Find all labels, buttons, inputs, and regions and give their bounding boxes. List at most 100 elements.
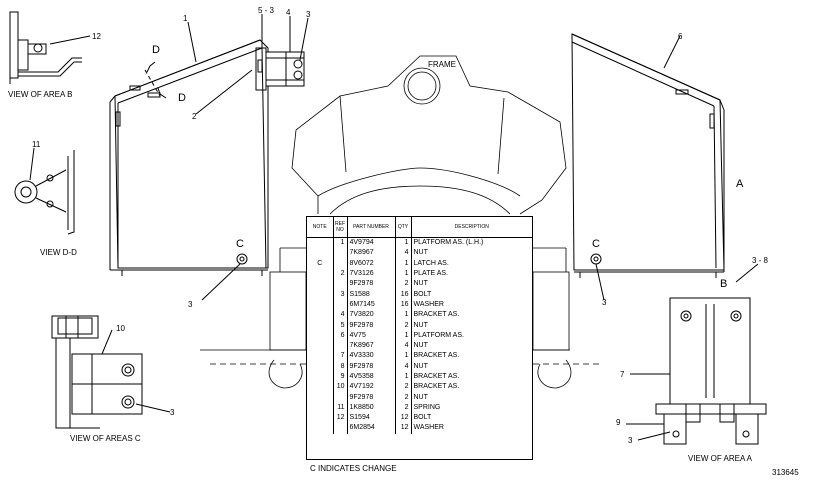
cell-note	[307, 279, 334, 290]
cell-note	[307, 340, 334, 352]
caption-view-area-b: VIEW OF AREA B	[8, 90, 73, 99]
cell-ref	[333, 258, 348, 269]
cell-note	[307, 402, 334, 414]
cell-desc: WASHER	[413, 300, 444, 308]
cell-note	[307, 382, 334, 393]
cell-note	[307, 237, 334, 249]
cell-qty: 1	[395, 258, 412, 269]
cell-note	[307, 423, 334, 434]
callout-5-3: 5 - 3	[258, 6, 275, 15]
cell-part: 7V3126	[347, 268, 396, 280]
callout-3-top: 3	[306, 10, 311, 19]
callout-3-area-c: 3	[170, 408, 175, 417]
callout-3-left: 3	[188, 300, 193, 309]
cell-part: 6M2854	[347, 423, 396, 434]
cell-qty: 12	[395, 423, 412, 434]
cell-note	[307, 248, 334, 259]
cell-note	[307, 299, 334, 311]
callout-9: 9	[616, 418, 621, 427]
cell-part: 4V7192	[347, 382, 396, 393]
area-letter-c-1: C	[236, 238, 244, 250]
cell-qty: 12	[395, 413, 412, 424]
header-note: NOTE	[307, 217, 334, 238]
callout-4: 4	[286, 8, 291, 17]
drawing-number: 313645	[772, 468, 799, 477]
frame-outline	[200, 55, 600, 389]
section-letter-d-2: D	[178, 92, 186, 104]
header-qty: QTY	[395, 217, 412, 238]
cell-desc: WASHER	[413, 424, 444, 432]
callout-6: 6	[678, 32, 683, 41]
cell-note	[307, 268, 334, 280]
view-area-a	[626, 297, 767, 445]
cell-ref: 3	[333, 289, 348, 300]
cell-part: S1594	[347, 413, 396, 424]
cell-ref: 9	[333, 371, 348, 383]
cell-desc: BOLT	[413, 290, 432, 298]
cell-desc: PLATFORM AS.	[413, 331, 464, 339]
cell-part: 7K8967	[347, 248, 396, 259]
section-d-arrows	[144, 61, 167, 99]
cell-qty: 2	[395, 402, 412, 414]
cell-note	[307, 392, 334, 403]
area-letter-c-2: C	[592, 238, 600, 250]
cell-desc: PLATFORM AS. (L.H.)	[413, 239, 484, 247]
area-letter-b: B	[720, 278, 728, 290]
parts-list-table: NOTE REF NO PART NUMBER QTY DESCRIPTION …	[306, 216, 533, 460]
cell-desc: NUT	[413, 393, 428, 401]
header-part-number: PART NUMBER	[347, 217, 396, 238]
caption-view-area-a: VIEW OF AREA A	[688, 454, 753, 463]
top-bracket	[255, 47, 305, 91]
caption-view-dd: VIEW D-D	[40, 248, 77, 257]
cell-ref: 6	[333, 330, 348, 341]
view-area-b	[9, 11, 91, 84]
header-description: DESCRIPTION	[411, 217, 532, 238]
cell-qty: 1	[395, 237, 412, 249]
cell-ref: 12	[333, 413, 348, 424]
cell-qty: 1	[395, 371, 412, 383]
cell-qty: 16	[395, 299, 412, 311]
callout-1: 1	[183, 14, 188, 23]
cell-qty: 2	[395, 279, 412, 290]
callout-7: 7	[620, 370, 625, 379]
caption-frame: FRAME	[428, 60, 456, 69]
cell-ref	[333, 279, 348, 290]
cell-note	[307, 351, 334, 362]
cell-desc: NUT	[413, 321, 428, 329]
header-ref-no: REF NO	[333, 217, 348, 238]
cell-part: S1588	[347, 289, 396, 300]
cell-ref: 1	[333, 237, 348, 249]
cell-note	[307, 289, 334, 300]
cell-note	[307, 361, 334, 372]
view-areas-c	[51, 315, 171, 429]
cell-qty: 4	[395, 248, 412, 259]
cell-ref: 4	[333, 310, 348, 321]
cell-part: 7V3820	[347, 310, 396, 321]
cell-ref: 8	[333, 361, 348, 372]
cell-desc: PLATE AS.	[413, 270, 449, 278]
cell-note	[307, 310, 334, 321]
cell-qty: 1	[395, 268, 412, 280]
cell-note: C	[307, 258, 334, 269]
cell-qty: 4	[395, 340, 412, 352]
cell-qty: 1	[395, 310, 412, 321]
view-dd	[14, 147, 75, 235]
cell-qty: 1	[395, 330, 412, 341]
area-letter-a: A	[736, 178, 744, 190]
right-platform	[571, 33, 759, 301]
callout-11: 11	[32, 140, 41, 149]
cell-note	[307, 330, 334, 341]
cell-desc: BRACKET AS.	[413, 383, 460, 391]
cell-qty: 2	[395, 392, 412, 403]
